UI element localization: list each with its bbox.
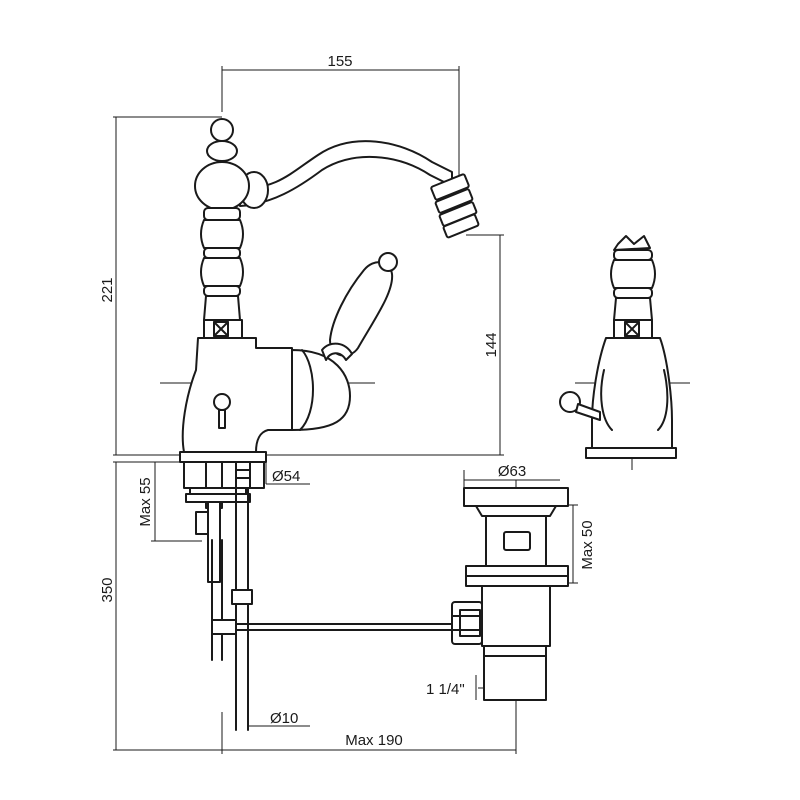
dim-diam-waste: Ø63 xyxy=(498,463,526,480)
dim-height-total: 221 xyxy=(99,277,116,302)
dim-width-top: 155 xyxy=(327,53,352,70)
faucet-front-view xyxy=(179,118,480,463)
dimension-lines xyxy=(113,66,578,754)
faucet-side-view xyxy=(559,235,677,459)
dim-diam-base: Ø54 xyxy=(272,468,300,485)
dim-max-waste: Max 50 xyxy=(579,520,596,569)
dim-max-shank: Max 55 xyxy=(137,477,154,526)
waste-assembly xyxy=(451,487,569,701)
faucet-shank xyxy=(183,461,453,731)
dim-diam-rod: Ø10 xyxy=(270,710,298,727)
dim-height-below: 350 xyxy=(99,577,116,602)
dim-thread: 1 1/4" xyxy=(426,681,465,698)
dim-max-reach: Max 190 xyxy=(345,732,403,749)
dim-height-spout: 144 xyxy=(483,332,500,357)
dimension-labels: 155 221 144 Ø54 Max 55 Ø63 Max 50 350 1 … xyxy=(99,53,596,749)
